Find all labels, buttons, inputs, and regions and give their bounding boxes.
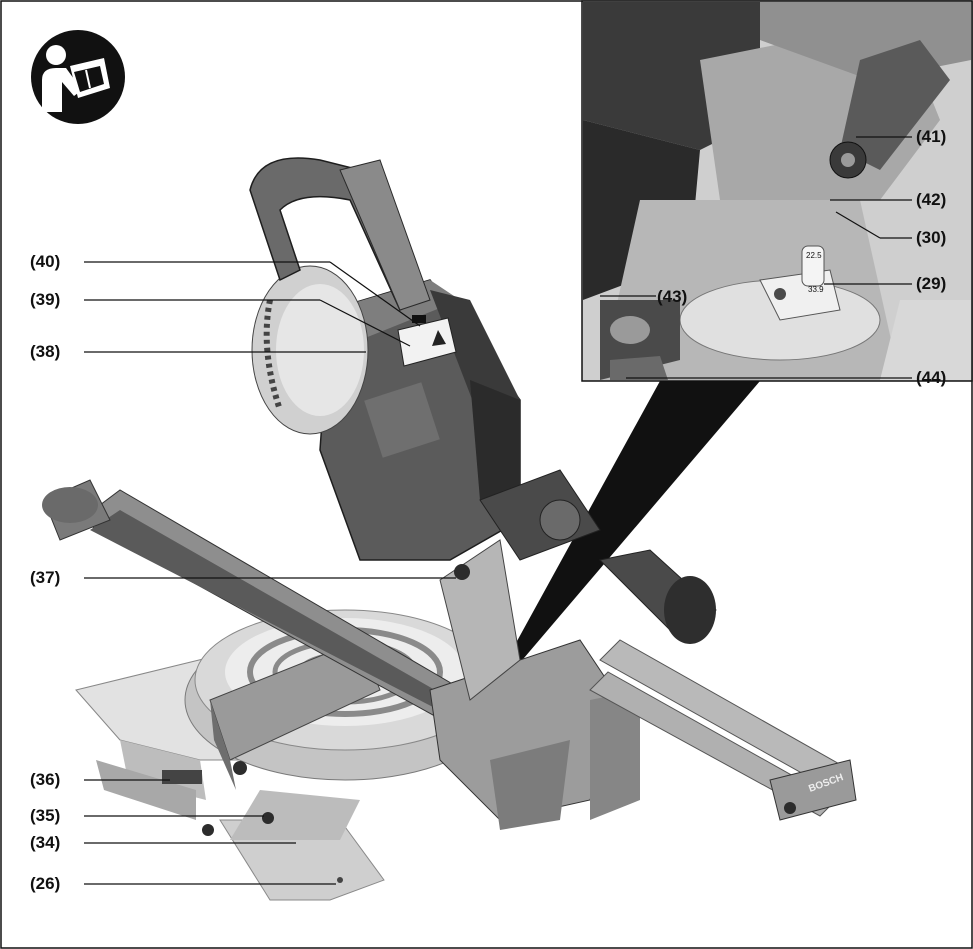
scale-label-lower: 33.9 [808,285,824,294]
callout-30: (30) [916,228,947,247]
callout-42: (42) [916,190,947,209]
callout-34: (34) [30,833,61,852]
miter-saw-illustration [42,157,857,901]
callout-29: (29) [916,274,947,293]
callout-41: (41) [916,127,947,146]
scale-label-upper: 22.5 [806,251,822,260]
detail-projection [478,381,760,712]
callout-36: (36) [30,770,61,789]
detail-inset: 22.5 33.9 [581,0,973,382]
callout-40: (40) [30,252,61,271]
callout-35: (35) [30,806,61,825]
leader-40-angle [329,261,421,327]
callout-37: (37) [30,568,61,587]
leader-30 [835,211,881,239]
callout-39: (39) [30,290,61,309]
callout-38: (38) [30,342,61,361]
callout-43: (43) [657,287,688,306]
read-manual-icon [31,30,125,124]
leader-39-angle [319,299,411,347]
callout-44: (44) [916,368,947,387]
callout-26: (26) [30,874,61,893]
leader-lines [84,136,912,885]
